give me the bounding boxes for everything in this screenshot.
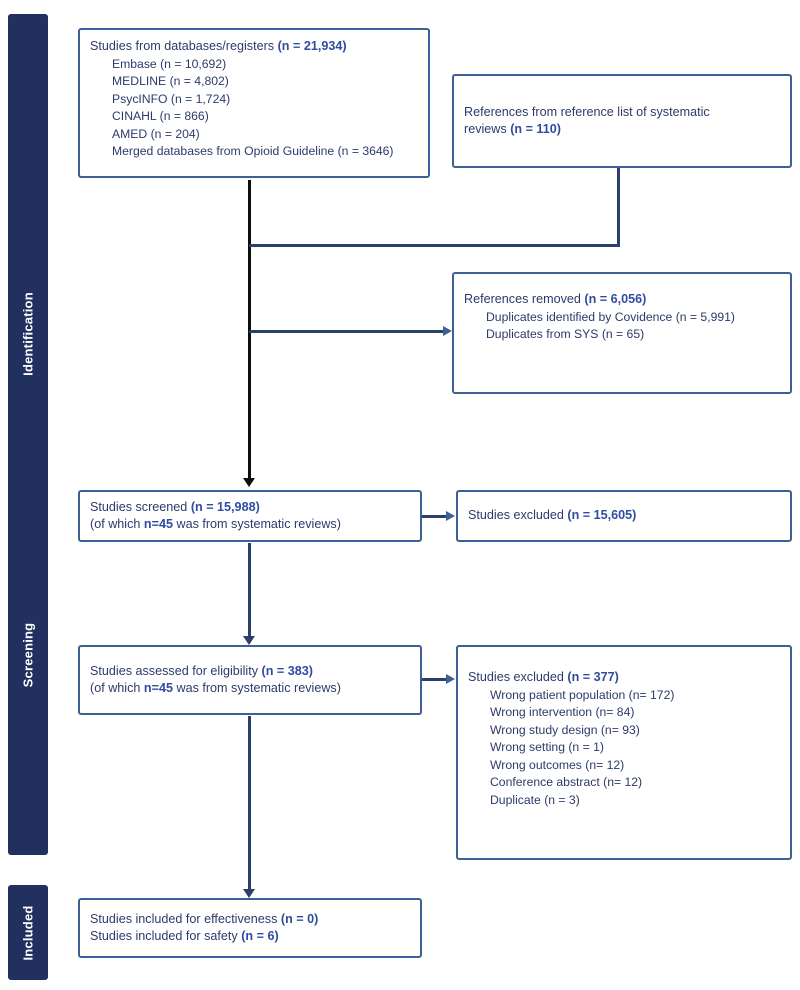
studies-excluded-screening-line: Studies excluded (n = 15,605) xyxy=(468,507,780,525)
box-references-removed: References removed (n = 6,056) Duplicate… xyxy=(452,272,792,394)
references-from-reviews-line1: References from reference list of system… xyxy=(464,104,710,119)
arrowhead-to-references-removed xyxy=(443,326,452,336)
box-references-from-reviews: References from reference list of system… xyxy=(452,74,792,168)
studies-screened-line2: (of which n=45 was from systematic revie… xyxy=(90,516,410,534)
arrowhead-to-included xyxy=(243,889,255,898)
box-studies-excluded-eligibility: Studies excluded (n = 377) Wrong patient… xyxy=(456,645,792,860)
eligibility-line2-post: was from systematic reviews) xyxy=(172,681,341,695)
studies-screened-line2-post: was from systematic reviews) xyxy=(172,517,341,531)
references-removed-heading-text: References removed xyxy=(464,292,585,306)
connector-eligibility-to-included xyxy=(248,716,251,891)
references-removed-heading: References removed (n = 6,056) xyxy=(464,291,780,309)
studies-screened-line2-pre: (of which xyxy=(90,517,144,531)
database-source-amed: AMED (n = 204) xyxy=(112,126,200,141)
studies-excluded-screening-text: Studies excluded xyxy=(468,508,568,523)
box-studies-from-databases: Studies from databases/registers (n = 21… xyxy=(78,28,430,178)
studies-screened-sr-count: n=45 xyxy=(143,517,173,531)
connector-to-references-removed xyxy=(249,330,445,333)
included-safety-text: Studies included for safety xyxy=(90,929,242,943)
stage-bar-included: Included xyxy=(8,885,48,980)
database-source-embase: Embase (n = 10,692) xyxy=(112,56,227,71)
database-source-merged-opioid-guideline: Merged databases from Opioid Guideline (… xyxy=(112,144,394,158)
box-studies-screened: Studies screened (n = 15,988) (of which … xyxy=(78,490,422,542)
database-source-cinahl: CINAHL (n = 866) xyxy=(112,109,209,123)
stage-bar-screening: Screening xyxy=(8,455,48,855)
connector-reviews-join xyxy=(249,244,620,247)
databases-heading: Studies from databases/registers (n = 21… xyxy=(90,38,418,56)
exclusion-reason-conference-abstract: Conference abstract (n= 12) xyxy=(490,775,643,789)
eligibility-line1-text: Studies assessed for eligibility xyxy=(90,663,262,678)
references-from-reviews-line2-text: reviews xyxy=(464,122,511,136)
references-removed-detail-sys: Duplicates from SYS (n = 65) xyxy=(486,327,645,341)
arrowhead-to-excluded-screening xyxy=(446,511,455,521)
studies-screened-line1: Studies screened (n = 15,988) xyxy=(90,499,410,517)
arrowhead-to-eligibility xyxy=(243,636,255,645)
studies-screened-line1-text: Studies screened xyxy=(90,499,191,514)
excluded-eligibility-heading: Studies excluded (n = 377) xyxy=(468,669,780,687)
eligibility-sr-count: n=45 xyxy=(143,681,173,695)
included-line-safety: Studies included for safety (n = 6) xyxy=(90,928,410,946)
exclusion-reason-wrong-study-design: Wrong study design (n= 93) xyxy=(490,722,640,737)
databases-heading-text: Studies from databases/registers xyxy=(90,39,278,53)
references-removed-count: (n = 6,056) xyxy=(584,292,647,306)
connector-screened-to-excluded xyxy=(422,515,448,518)
exclusion-reason-wrong-patient-population: Wrong patient population (n= 172) xyxy=(490,687,675,702)
connector-eligibility-to-excluded xyxy=(422,678,448,681)
database-source-medline: MEDLINE (n = 4,802) xyxy=(112,74,229,88)
database-source-psycinfo: PsycINFO (n = 1,724) xyxy=(112,91,231,106)
included-safety-count: (n = 6) xyxy=(241,929,279,943)
exclusion-reason-wrong-outcomes: Wrong outcomes (n= 12) xyxy=(490,757,625,772)
included-line-effectiveness: Studies included for effectiveness (n = … xyxy=(90,911,410,929)
stage-label-screening: Screening xyxy=(20,622,36,688)
references-from-reviews-line2: reviews (n = 110) xyxy=(464,121,780,139)
eligibility-count: (n = 383) xyxy=(261,663,313,678)
exclusion-reason-wrong-intervention: Wrong intervention (n= 84) xyxy=(490,705,635,719)
connector-screened-to-eligibility xyxy=(248,543,251,638)
included-effectiveness-text: Studies included for effectiveness xyxy=(90,911,281,926)
eligibility-line1: Studies assessed for eligibility (n = 38… xyxy=(90,663,410,681)
stage-label-included: Included xyxy=(20,904,36,961)
studies-excluded-screening-count: (n = 15,605) xyxy=(567,508,637,523)
included-effectiveness-count: (n = 0) xyxy=(280,911,319,926)
references-removed-detail-covidence: Duplicates identified by Covidence (n = … xyxy=(486,309,735,324)
box-studies-excluded-screening: Studies excluded (n = 15,605) xyxy=(456,490,792,542)
exclusion-reason-wrong-setting: Wrong setting (n = 1) xyxy=(490,740,604,754)
references-from-reviews-count: (n = 110) xyxy=(510,122,561,136)
databases-heading-count: (n = 21,934) xyxy=(277,39,347,53)
studies-screened-count: (n = 15,988) xyxy=(190,499,260,514)
box-studies-assessed-eligibility: Studies assessed for eligibility (n = 38… xyxy=(78,645,422,715)
eligibility-line2: (of which n=45 was from systematic revie… xyxy=(90,680,410,698)
eligibility-line2-pre: (of which xyxy=(90,681,144,695)
connector-reviews-drop xyxy=(617,168,620,246)
stage-label-identification: Identification xyxy=(20,292,36,376)
excluded-eligibility-count: (n = 377) xyxy=(567,670,619,684)
excluded-eligibility-heading-text: Studies excluded xyxy=(468,670,568,684)
box-studies-included: Studies included for effectiveness (n = … xyxy=(78,898,422,958)
exclusion-reason-duplicate: Duplicate (n = 3) xyxy=(490,792,580,807)
arrowhead-to-excluded-eligibility xyxy=(446,674,455,684)
arrowhead-to-screened xyxy=(243,478,255,487)
